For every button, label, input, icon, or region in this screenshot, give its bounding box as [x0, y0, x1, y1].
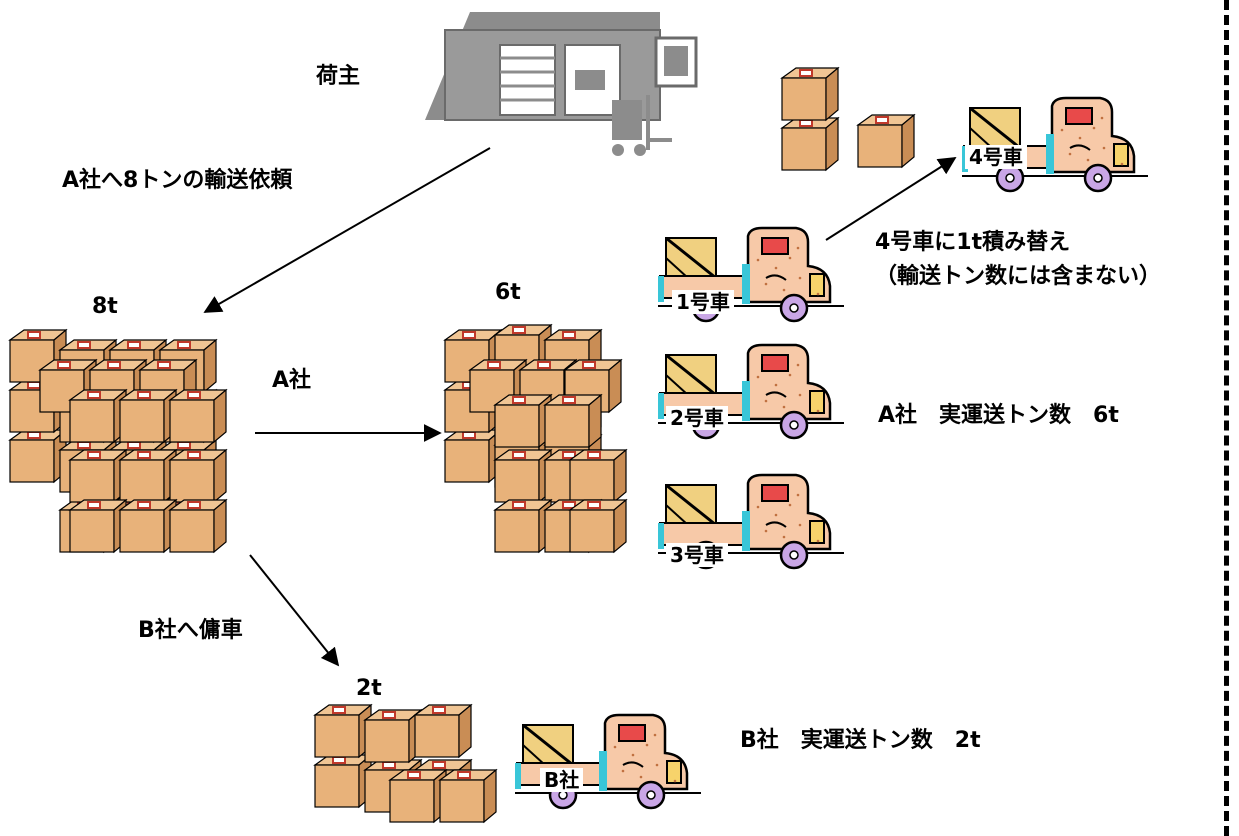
transfer-label-line2: （輸送トン数には含まない）: [875, 264, 1162, 289]
company-a-arrow-label: A社: [272, 368, 312, 393]
truck-label-4: 4号車: [965, 145, 1027, 169]
b-load-label: 2t: [356, 676, 382, 701]
a-load-label: 6t: [495, 280, 521, 305]
truck-label-2: 2号車: [666, 406, 728, 430]
truck-label-3: 3号車: [666, 543, 728, 567]
cargo-stack-1t: [781, 67, 915, 171]
request-label: A社へ8トンの輸送依頼: [62, 168, 293, 193]
cargo-stack-6t: [444, 324, 627, 553]
truck-b: [513, 713, 703, 810]
truck-label-1: 1号車: [672, 290, 734, 314]
subcontract-label: B社へ傭車: [138, 618, 243, 643]
arrow-request: [203, 147, 491, 313]
warehouse-icon: [425, 12, 698, 156]
truck-label-b: B社: [540, 768, 584, 792]
total-load-label: 8t: [92, 294, 118, 319]
cargo-stack-8t: [9, 329, 227, 553]
b-actual-tonnage-label: B社 実運送トン数 2t: [740, 728, 981, 753]
arrow-company-b: [249, 554, 340, 667]
dashed-border: [1224, 0, 1229, 836]
a-actual-tonnage-label: A社 実運送トン数 6t: [878, 403, 1119, 428]
arrow-transfer: [825, 157, 957, 241]
shipper-label: 荷主: [316, 64, 361, 89]
cargo-stack-2t: [314, 704, 497, 823]
transfer-label-line1: 4号車に1t積み替え: [875, 230, 1071, 255]
